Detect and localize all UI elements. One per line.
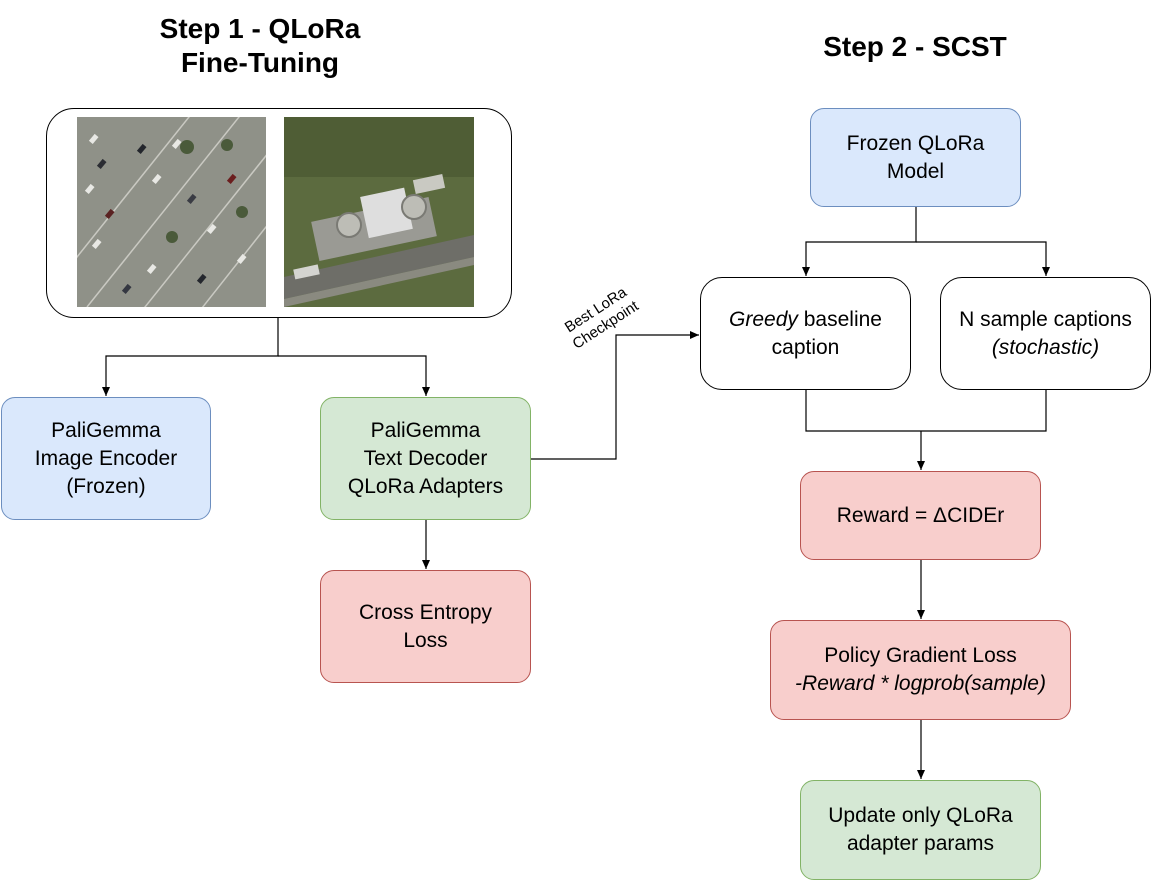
step1-title-line2: Fine-Tuning bbox=[180, 47, 340, 78]
text-decoder-box: PaliGemma Text Decoder QLoRa Adapters bbox=[320, 397, 531, 520]
cross-entropy-loss-box: Cross Entropy Loss bbox=[320, 570, 531, 683]
update-line2: adapter params bbox=[846, 832, 995, 855]
samples-line2: (stochastic) bbox=[991, 335, 1100, 359]
aerial-parking-lot-image bbox=[77, 117, 266, 307]
reward-text: Reward = ΔCIDEr bbox=[836, 503, 1005, 527]
ce-loss-line2: Loss bbox=[403, 628, 448, 652]
greedy-line2: caption bbox=[771, 335, 840, 359]
wire-greedy-join bbox=[805, 390, 1047, 432]
samples-line1: N sample captions bbox=[959, 307, 1132, 331]
arrow-images-to-decoder bbox=[278, 355, 430, 396]
frozen-model-line1: Frozen QLoRa bbox=[846, 131, 985, 155]
greedy-rest: baseline bbox=[797, 307, 882, 331]
sample-captions-box: N sample captions (stochastic) bbox=[940, 277, 1151, 390]
step1-title-line1: Step 1 - QLoRa bbox=[159, 13, 361, 44]
image-encoder-line1: PaliGemma bbox=[51, 418, 161, 442]
pg-loss-line2: -Reward * logprob(sample) bbox=[795, 672, 1046, 695]
arrow-images-to-split bbox=[102, 318, 279, 396]
aerial-building-image bbox=[284, 117, 474, 307]
image-encoder-line3: (Frozen) bbox=[66, 474, 146, 498]
text-decoder-line2: Text Decoder bbox=[363, 446, 488, 470]
arrow-model-split bbox=[802, 207, 917, 276]
frozen-model-line2: Model bbox=[886, 159, 945, 183]
update-adapter-params-box: Update only QLoRa adapter params bbox=[800, 780, 1041, 880]
text-decoder-line1: PaliGemma bbox=[370, 418, 481, 442]
image-encoder-box: PaliGemma Image Encoder (Frozen) bbox=[1, 397, 211, 520]
frozen-qlora-model-box: Frozen QLoRa Model bbox=[810, 108, 1021, 207]
image-encoder-line2: Image Encoder bbox=[34, 446, 178, 470]
reward-box: Reward = ΔCIDEr bbox=[800, 471, 1041, 560]
arrow-model-to-samples bbox=[916, 241, 1050, 276]
policy-gradient-loss-box: Policy Gradient Loss -Reward * logprob(s… bbox=[770, 620, 1071, 720]
update-line1: Update only QLoRa bbox=[828, 804, 1013, 827]
step1-title: Step 1 - QLoRa Fine-Tuning bbox=[110, 12, 410, 80]
greedy-italic: Greedy bbox=[729, 307, 798, 331]
pg-loss-line1: Policy Gradient Loss bbox=[824, 644, 1017, 667]
greedy-baseline-box: Greedy baseline caption bbox=[700, 277, 911, 390]
step2-title: Step 2 - SCST bbox=[823, 31, 1007, 62]
ce-loss-line1: Cross Entropy bbox=[358, 600, 493, 624]
text-decoder-line3: QLoRa Adapters bbox=[347, 474, 504, 498]
arrow-checkpoint bbox=[531, 331, 699, 460]
greedy-line1: Greedy baseline bbox=[729, 306, 882, 334]
